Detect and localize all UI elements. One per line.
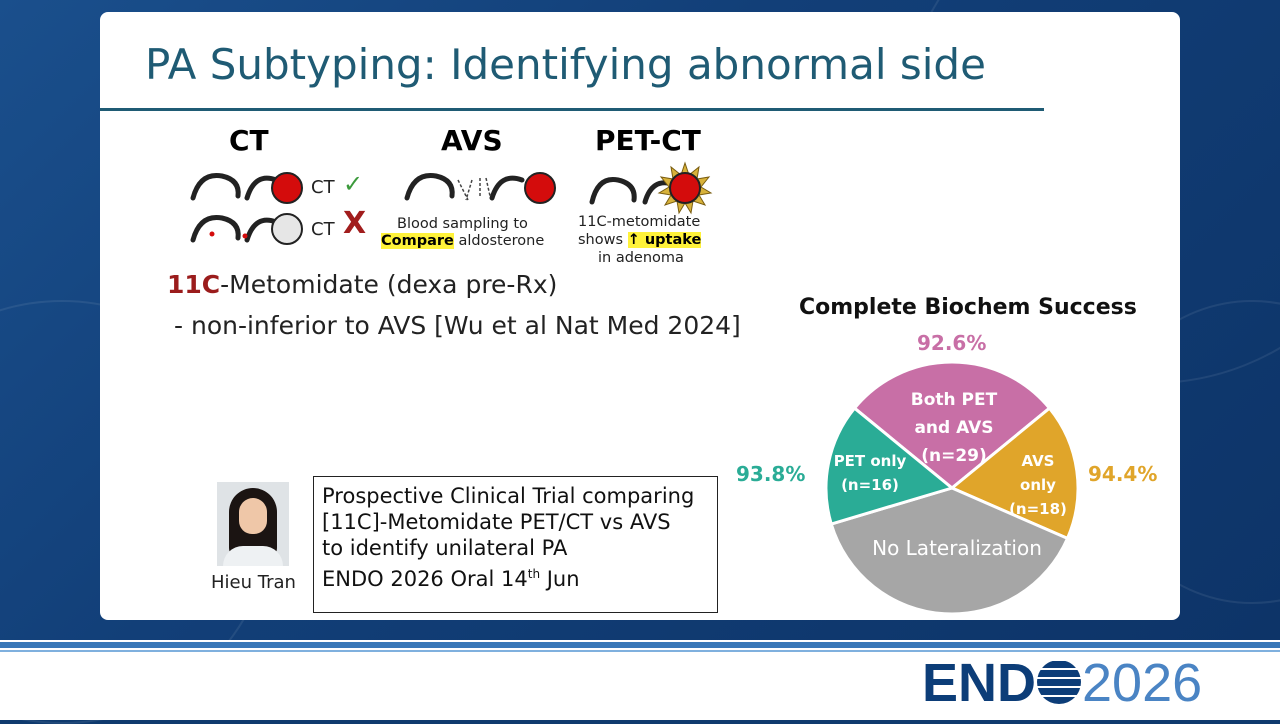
trial-info-box: Prospective Clinical Trial comparing [11… — [313, 476, 718, 613]
pct-both: 92.6% — [917, 331, 987, 355]
tracer-highlight: 11C — [167, 270, 221, 299]
ct-heading: CT — [229, 124, 269, 157]
avs-adrenal-icon — [404, 172, 525, 201]
avs-nodule-red-icon — [524, 172, 556, 204]
footer-stripe-thin — [0, 650, 1280, 652]
pet-caption-line3: in adenoma — [598, 250, 684, 266]
avs-heading: AVS — [441, 124, 503, 157]
pie-slice-avs — [949, 406, 1080, 541]
ct-adrenal-normal-icon — [190, 172, 279, 201]
pet-nodule-red-icon — [669, 172, 701, 204]
trial-line1: Prospective Clinical Trial comparing — [322, 484, 695, 508]
non-inferior-line: - non-inferior to AVS [Wu et al Nat Med … — [174, 311, 741, 340]
speaker-photo — [217, 482, 289, 566]
trial-line4: ENDO 2026 Oral 14th Jun — [322, 567, 580, 591]
ct-row1-label: CT — [311, 177, 335, 198]
avs-compare-highlight: Compare — [381, 233, 454, 249]
footer-stripe — [0, 642, 1280, 648]
pet-uptake-highlight: ↑ uptake — [627, 232, 702, 248]
pie-slice-none — [829, 486, 1070, 616]
ct-row2-label: CT — [311, 219, 335, 240]
pet-caption-line1: 11C-metomidate — [578, 214, 701, 230]
slice-label-pet: PET only (n=16) — [833, 452, 907, 494]
micro-dot-icon — [242, 233, 248, 239]
pct-avs: 94.4% — [1088, 462, 1158, 486]
slice-label-avs: AVS only (n=18) — [1009, 452, 1067, 518]
slice-label-none: No Lateralization — [872, 536, 1042, 560]
avs-caption-line2: Compare aldosterone — [381, 233, 545, 249]
micro-dot-icon — [209, 231, 215, 237]
speaker-name: Hieu Tran — [211, 572, 296, 593]
ct-nodule-red-icon — [271, 172, 303, 204]
pet-caption-line2: shows ↑ uptake — [578, 232, 702, 248]
ct-nodule-gray-icon — [271, 213, 303, 245]
pie-slice-both — [852, 360, 1052, 490]
pct-pet: 93.8% — [736, 462, 806, 486]
title-underline — [100, 108, 1044, 111]
ct-adrenal-micro-icon — [190, 214, 279, 243]
petct-heading: PET-CT — [595, 124, 701, 157]
avs-caption-line1: Blood sampling to — [397, 216, 528, 232]
slide-title: PA Subtyping: Identifying abnormal side — [145, 40, 986, 89]
trial-line3: to identify unilateral PA — [322, 536, 568, 560]
checkmark-icon: ✓ — [343, 171, 364, 198]
trial-line2: [11C]-Metomidate PET/CT vs AVS — [322, 510, 671, 534]
pie-slice-pet — [824, 406, 956, 526]
slice-label-both: Both PET and AVS (n=29) — [910, 390, 998, 466]
avs-catheter-icon — [457, 177, 491, 201]
cross-icon: X — [343, 206, 367, 241]
tracer-line: 11C-Metomidate (dexa pre-Rx) — [167, 270, 558, 299]
chart-title: Complete Biochem Success — [799, 295, 1137, 320]
globe-icon — [1037, 660, 1082, 704]
